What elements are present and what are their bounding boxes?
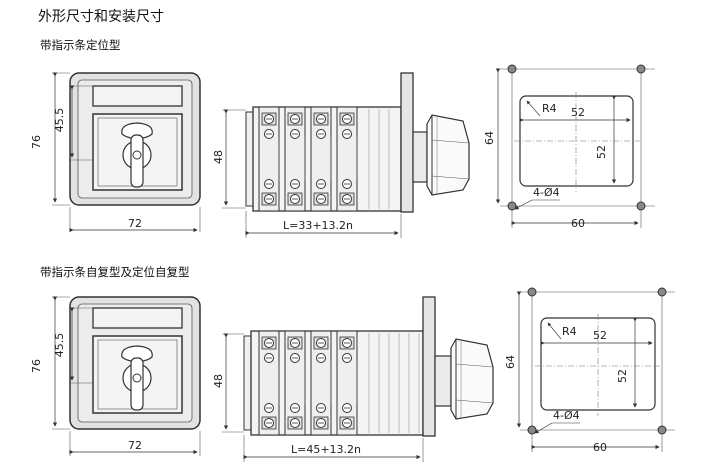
- mount-radius-label: R4: [562, 325, 577, 338]
- side-length-label: L=45+13.2n: [291, 443, 361, 456]
- front-view-2: 76 45.5 72: [30, 296, 201, 456]
- switch-module: [258, 330, 280, 436]
- section-1: 76 45.5 72 48 L=33+13.2n: [30, 64, 655, 238]
- mount-view-2: R4 52 52 64 60 4-Ø4: [504, 287, 675, 454]
- knob-icon: [121, 345, 153, 411]
- mount-radius-label: R4: [542, 102, 557, 115]
- front-height-label: 76: [30, 135, 43, 149]
- switch-module: [284, 106, 306, 212]
- indicator-window: [92, 85, 183, 107]
- switch-module: [258, 106, 280, 212]
- front-height-label: 76: [30, 359, 43, 373]
- side-length-label: L=33+13.2n: [283, 219, 353, 232]
- switch-module: [284, 330, 306, 436]
- front-upper-label: 45.5: [53, 108, 66, 133]
- mount-inner-w-label: 52: [571, 106, 585, 119]
- side-height-label: 48: [212, 374, 225, 388]
- switch-module: [310, 330, 332, 436]
- knob-icon: [121, 122, 153, 188]
- page-title: 外形尺寸和安装尺寸: [38, 9, 164, 25]
- side-view-1: 48 L=33+13.2n: [212, 72, 470, 238]
- switch-module: [336, 106, 358, 212]
- mount-holes-label: 4-Ø4: [553, 409, 580, 422]
- switch-module: [310, 106, 332, 212]
- mount-inner-h-label: 52: [616, 369, 629, 383]
- mount-holes-label: 4-Ø4: [533, 186, 560, 199]
- switch-module: [336, 330, 358, 436]
- mount-view-1: R4 52 52 64 60 4-Ø4: [483, 64, 655, 230]
- mount-inner-w-label: 52: [593, 329, 607, 342]
- indicator-window: [92, 307, 183, 329]
- front-view-1: 76 45.5 72: [30, 72, 201, 233]
- side-view-2: 48 L=45+13.2n: [212, 296, 494, 462]
- side-height-label: 48: [212, 150, 225, 164]
- handle-icon: [426, 114, 470, 196]
- front-width-label: 72: [128, 217, 142, 230]
- section-2: 76 45.5 72 48 L=45+13.2n: [30, 287, 675, 462]
- section-2-subtitle: 带指示条自复型及定位自复型: [40, 265, 190, 279]
- front-upper-label: 45.5: [53, 333, 66, 358]
- front-width-label: 72: [128, 439, 142, 452]
- mount-outer-h-label: 64: [483, 131, 496, 145]
- mount-outer-h-label: 64: [504, 355, 517, 369]
- mount-outer-w-label: 60: [593, 441, 607, 454]
- section-1-subtitle: 带指示条定位型: [40, 38, 121, 52]
- mount-inner-h-label: 52: [595, 145, 608, 159]
- handle-icon: [450, 338, 494, 420]
- mount-outer-w-label: 60: [571, 217, 585, 230]
